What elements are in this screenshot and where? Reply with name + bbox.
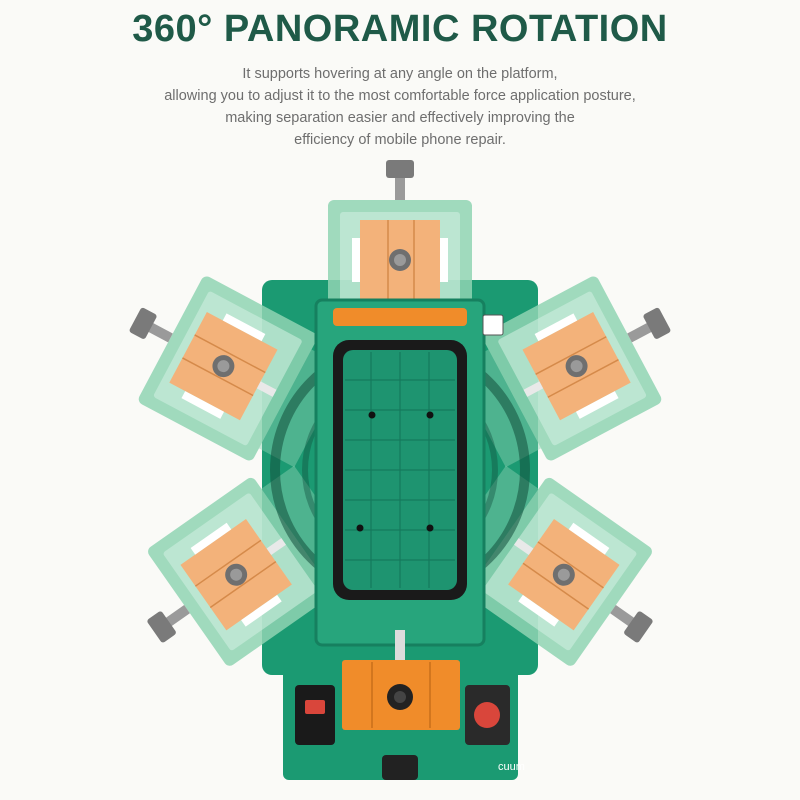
bottom-thumbscrew	[382, 755, 418, 780]
description-line-3: making separation easier and effectively…	[225, 110, 575, 126]
suction-hole	[426, 524, 434, 532]
switch-indicator	[305, 700, 325, 714]
suction-hole	[356, 524, 364, 532]
pad-grid	[345, 352, 455, 588]
description-line-2: allowing you to adjust it to the most co…	[164, 88, 636, 104]
clamp-latch	[482, 314, 504, 336]
clamp-rod	[395, 630, 405, 670]
description-line-4: efficiency of mobile phone repair.	[294, 132, 506, 148]
top-clamp-bar	[333, 308, 467, 326]
description: It supports hovering at any angle on the…	[60, 63, 740, 151]
description-line-1: It supports hovering at any angle on the…	[242, 66, 558, 82]
vacuum-button	[474, 702, 500, 728]
page-title: 360° PANORAMIC ROTATION	[132, 8, 668, 50]
power-switch	[295, 685, 335, 745]
vacuum-label: cuum	[498, 761, 525, 773]
suction-hole	[426, 411, 434, 419]
suction-hole	[368, 411, 376, 419]
